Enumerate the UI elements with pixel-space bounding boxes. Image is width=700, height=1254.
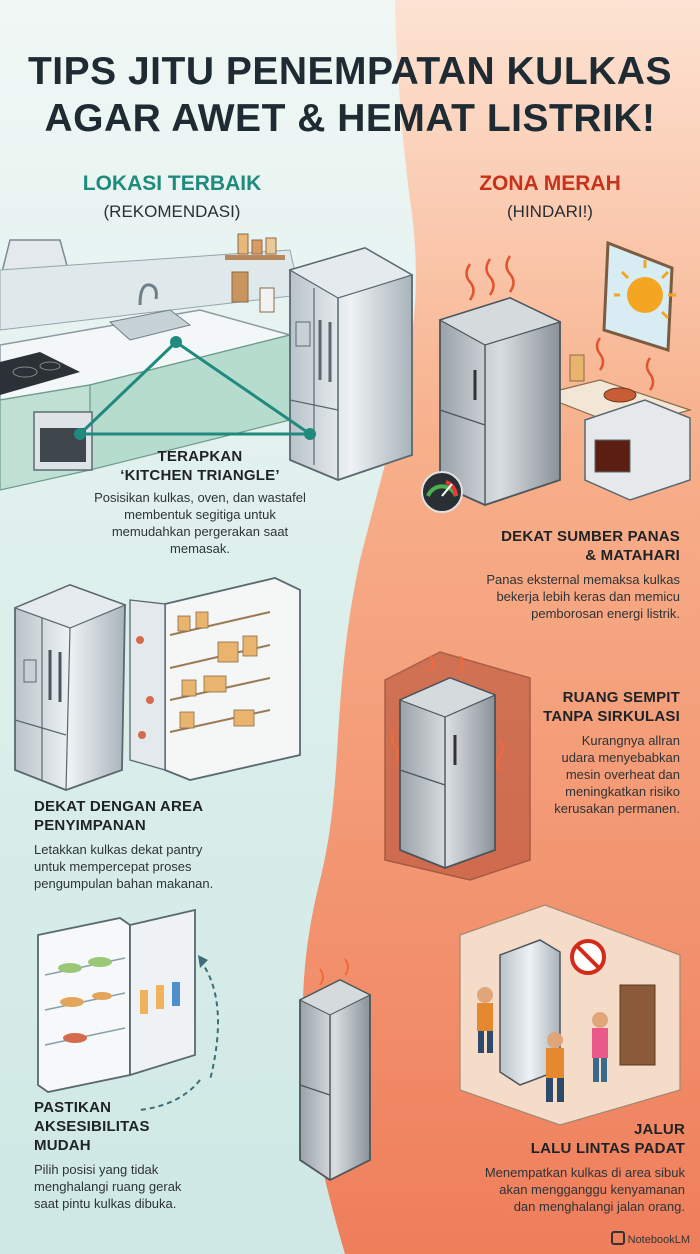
left-column-header: LOKASI TERBAIK (REKOMENDASI) <box>22 172 322 222</box>
right-column-header: ZONA MERAH (HINDARI!) <box>400 172 700 222</box>
tip-body: Panas eksternal memaksa kulkas bekerja l… <box>486 572 680 621</box>
tip-accessibility: PASTIKAN AKSESIBILITAS MUDAH Pilih posis… <box>34 1098 274 1212</box>
right-heading: ZONA MERAH <box>479 172 621 195</box>
tip-heat-source: DEKAT SUMBER PANAS & MATAHARI Panas ekst… <box>400 527 680 622</box>
brand-watermark: NotebookLM <box>610 1231 690 1246</box>
open-fridge-illustration <box>37 908 219 1111</box>
left-heading: LOKASI TERBAIK <box>82 172 262 195</box>
tip-near-storage: DEKAT DENGAN AREA PENYIMPANAN Letakkan k… <box>34 797 334 892</box>
heat-source-illustration <box>421 240 693 513</box>
traffic-illustration <box>298 904 681 1182</box>
tip-title: PASTIKAN AKSESIBILITAS MUDAH <box>34 1099 150 1154</box>
pantry-illustration <box>13 577 301 791</box>
tip-body: Menempatkan kulkas di area sibuk akan me… <box>484 1165 685 1214</box>
left-subheading: (REKOMENDASI) <box>103 202 241 221</box>
tip-title: TERAPKAN ‘KITCHEN TRIANGLE’ <box>120 448 280 484</box>
tip-tight-space: RUANG SEMPIT TANPA SIRKULASI Kurangnya a… <box>520 688 680 817</box>
right-subheading: (HINDARI!) <box>507 202 593 221</box>
page-title-line-2: AGAR AWET & HEMAT LISTRIK! <box>44 97 656 140</box>
notebooklm-logo-icon <box>610 1231 625 1245</box>
tip-kitchen-triangle: TERAPKAN ‘KITCHEN TRIANGLE’ Posisikan ku… <box>55 447 345 557</box>
tip-busy-traffic: JALUR LALU LINTAS PADAT Menempatkan kulk… <box>400 1120 685 1215</box>
tip-title: RUANG SEMPIT TANPA SIRKULASI <box>543 689 680 725</box>
tip-title: DEKAT SUMBER PANAS & MATAHARI <box>501 528 680 564</box>
tight-space-illustration <box>384 651 531 881</box>
tip-body: Pilih posisi yang tidak menghalangi ruan… <box>34 1162 182 1211</box>
page-title-line-1: TIPS JITU PENEMPATAN KULKAS <box>27 50 673 93</box>
tip-body: Kurangnya allran udara menyebabkan mesin… <box>554 733 680 816</box>
tip-title: JALUR LALU LINTAS PADAT <box>530 1121 685 1157</box>
tip-body: Letakkan kulkas dekat pantry untuk mempe… <box>34 842 214 891</box>
tip-body: Posisikan kulkas, oven, dan wastafel mem… <box>94 490 306 556</box>
tip-title: DEKAT DENGAN AREA PENYIMPANAN <box>34 798 204 834</box>
kitchen-illustration <box>0 233 414 491</box>
